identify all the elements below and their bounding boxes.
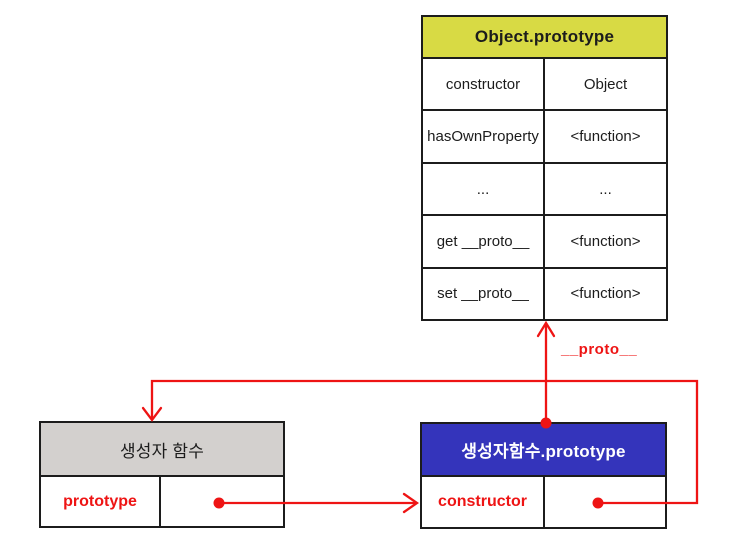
property-value-cell: <function> — [570, 232, 641, 250]
constructor-reference-cell — [545, 477, 665, 527]
table-row: get __proto__ <function> — [423, 216, 666, 269]
constructor-key-cell: constructor — [422, 477, 545, 527]
property-key-cell: get __proto__ — [423, 216, 545, 267]
arrowhead-down-icon — [141, 406, 163, 422]
proto-link-label: __proto__ — [561, 341, 638, 358]
property-key-cell: ... — [423, 163, 545, 215]
table-row: prototype — [41, 477, 283, 526]
table-row: constructor Object — [423, 59, 666, 112]
property-value-cell: <function> — [570, 128, 641, 146]
table-row: constructor — [422, 477, 665, 527]
arrowhead-up-icon — [536, 320, 556, 338]
constructor-prototype-table: 생성자함수.prototype constructor — [420, 422, 667, 529]
object-prototype-table: Object.prototype constructor Object hasO… — [421, 15, 668, 321]
constructor-prototype-title: 생성자함수.prototype — [422, 424, 665, 477]
prototype-reference-cell — [161, 477, 283, 526]
prototype-key-cell: prototype — [41, 477, 161, 526]
property-value-cell: ... — [599, 180, 612, 198]
property-value-cell: Object — [583, 75, 628, 93]
property-key-cell: set __proto__ — [423, 268, 545, 320]
arrowhead-right-icon — [402, 492, 420, 514]
property-value-cell: <function> — [570, 285, 641, 303]
constructor-function-table: 생성자 함수 prototype — [39, 421, 285, 528]
object-prototype-title: Object.prototype — [423, 17, 666, 59]
constructor-function-title: 생성자 함수 — [41, 423, 283, 477]
property-key-cell: hasOwnProperty — [423, 111, 545, 162]
property-key-cell: constructor — [423, 59, 545, 110]
table-row: hasOwnProperty <function> — [423, 111, 666, 164]
table-row: ... ... — [423, 163, 666, 217]
table-row: set __proto__ <function> — [423, 268, 666, 320]
